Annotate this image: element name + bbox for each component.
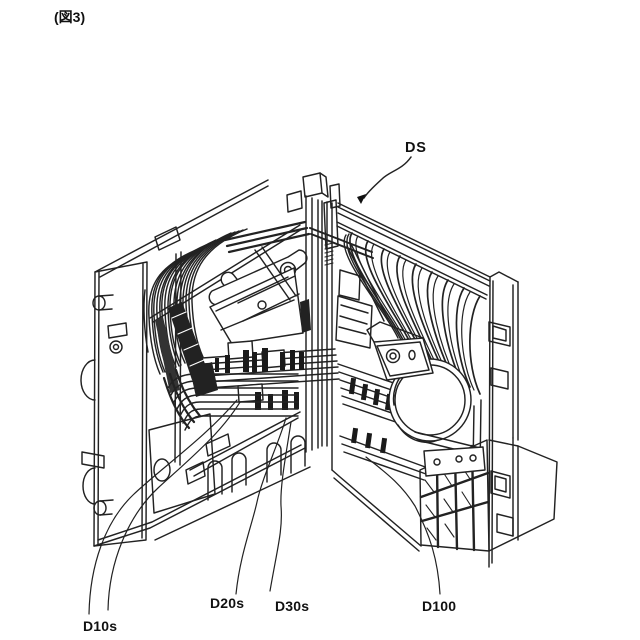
svg-text:DS: DS <box>405 140 427 156</box>
svg-text:D10s: D10s <box>83 618 117 634</box>
svg-text:D100: D100 <box>422 598 456 614</box>
svg-text:D30s: D30s <box>275 598 309 614</box>
svg-text:D20s: D20s <box>210 595 244 611</box>
svg-text:(図3): (図3) <box>54 9 85 25</box>
